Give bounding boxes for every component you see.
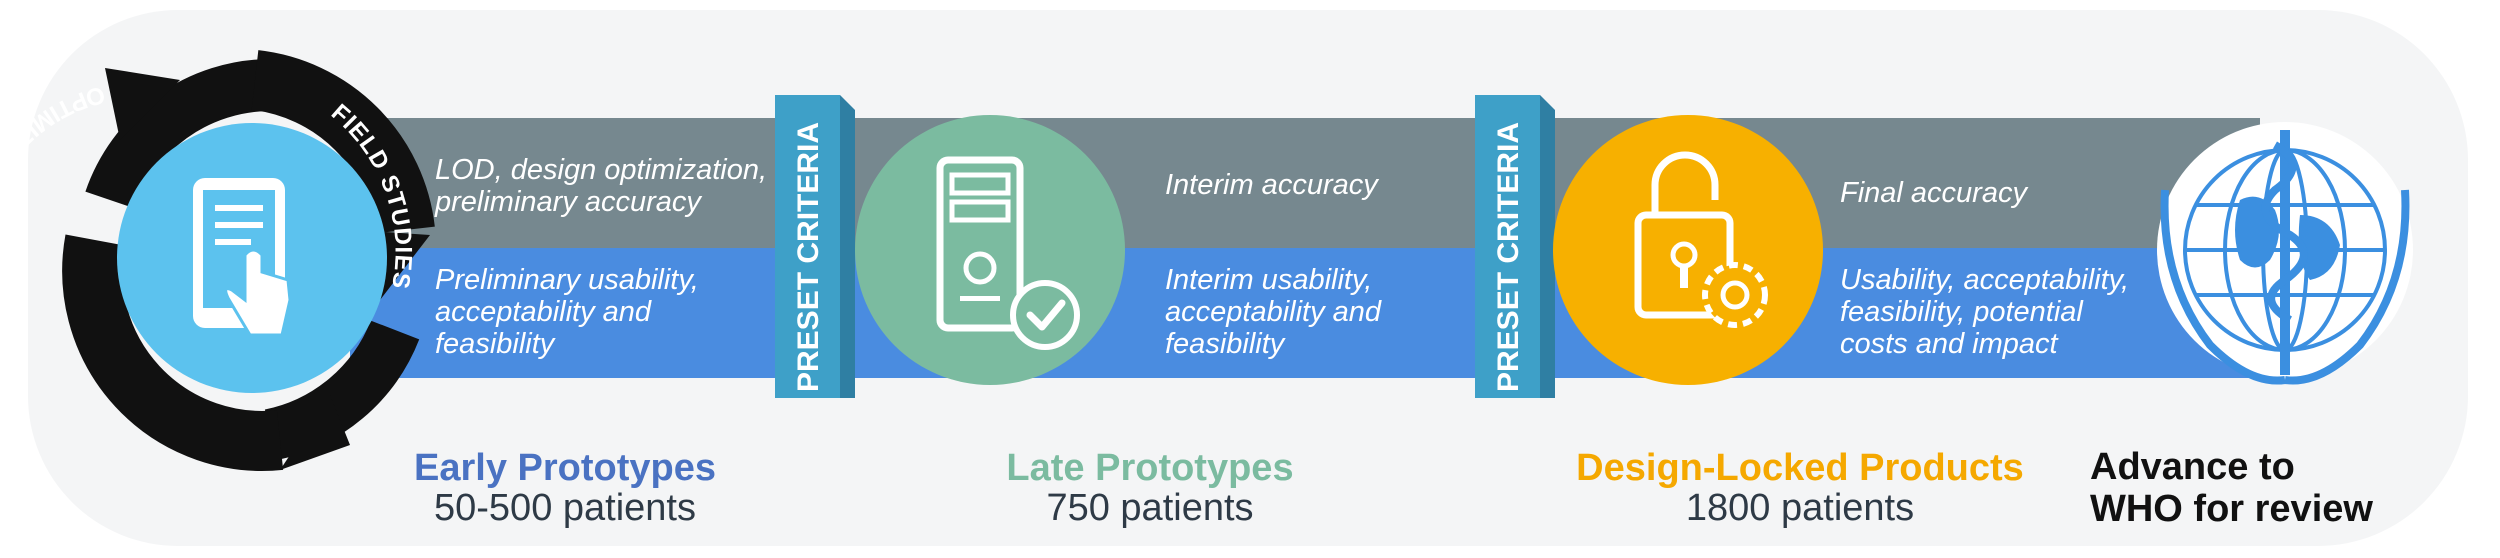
- stage-2-subtitle: 750 patients: [1046, 487, 1254, 529]
- design-locked-circle: [1553, 115, 1823, 385]
- cycle-diagram: OPTIMIZATION LAB (T3PO) FIELD STUDIES: [0, 50, 435, 471]
- final-step-line-2: WHO for review: [2090, 487, 2373, 530]
- arrowhead-bottom: [280, 395, 350, 470]
- top-band: [350, 118, 2260, 248]
- stage-1-top-line-2: preliminary accuracy: [435, 185, 701, 218]
- stage-2-bottom-line-1: Interim usability,: [1165, 264, 1373, 296]
- stage-1-subtitle: 50-500 patients: [434, 487, 696, 529]
- stage-3-bottom-line-2: feasibility, potential: [1840, 295, 2083, 328]
- stage-1-bottom-line-1: Preliminary usability,: [435, 264, 699, 296]
- stage-1-title: Early Prototypes: [414, 447, 716, 489]
- stage-2-top-line-1: Interim accuracy: [1165, 169, 1378, 201]
- stage-2-top-text: Interim accuracy: [1165, 169, 1378, 202]
- stage-2-bottom-line-2: acceptability and: [1165, 295, 1382, 328]
- stage-3-subtitle: 1800 patients: [1685, 487, 1915, 529]
- stage-2-title: Late Prototypes: [1006, 447, 1294, 489]
- gate-2: PRESET CRITERIA: [1475, 95, 1555, 398]
- stage-3-title: Design-Locked Products: [1576, 447, 2024, 489]
- padlock-gear-icon: [1634, 151, 1768, 328]
- cycle-arrow-right: [250, 50, 435, 235]
- final-step: Advance to WHO for review: [2090, 446, 2390, 531]
- gate-2-label: PRESET CRITERIA: [1492, 122, 1525, 392]
- stage-2-bottom-text: Interim usability, acceptability and fea…: [1165, 264, 1382, 361]
- stage-1-top-text: LOD, design optimization, preliminary ac…: [435, 154, 768, 219]
- cycle-arrow-bottom: [264, 319, 420, 461]
- stage-3-bottom-line-1: Usability, acceptability,: [1840, 264, 2130, 296]
- cycle-arrow-left: [62, 234, 284, 471]
- stage-1-bottom-line-2: acceptability and: [435, 295, 652, 328]
- stage-1-bottom-text: Preliminary usability, acceptability and…: [435, 264, 699, 361]
- stage-3-bottom-text: Usability, acceptability, feasibility, p…: [1840, 264, 2130, 361]
- cycle-arrow-top: [85, 59, 271, 209]
- stage-3-bottom-line-3: costs and impact: [1840, 327, 2058, 360]
- tablet-touch-icon: [193, 178, 292, 337]
- stage-3-top-text: Final accuracy: [1840, 177, 2027, 210]
- arrowhead-top-left: [105, 68, 180, 140]
- stage-3-top-line-1: Final accuracy: [1840, 177, 2027, 209]
- bottom-band: [350, 248, 2260, 378]
- stage-1-top-line-1: LOD, design optimization,: [435, 154, 768, 186]
- gate-1: PRESET CRITERIA: [775, 95, 855, 398]
- stage-2-bottom-line-3: feasibility: [1165, 327, 1285, 360]
- final-step-line-1: Advance to: [2090, 446, 2295, 488]
- gate-1-label: PRESET CRITERIA: [792, 122, 825, 392]
- late-prototype-circle: [855, 115, 1125, 385]
- stage-1-bottom-line-3: feasibility: [435, 327, 555, 360]
- server-check-icon: [936, 156, 1080, 350]
- who-emblem-icon: [2157, 122, 2413, 385]
